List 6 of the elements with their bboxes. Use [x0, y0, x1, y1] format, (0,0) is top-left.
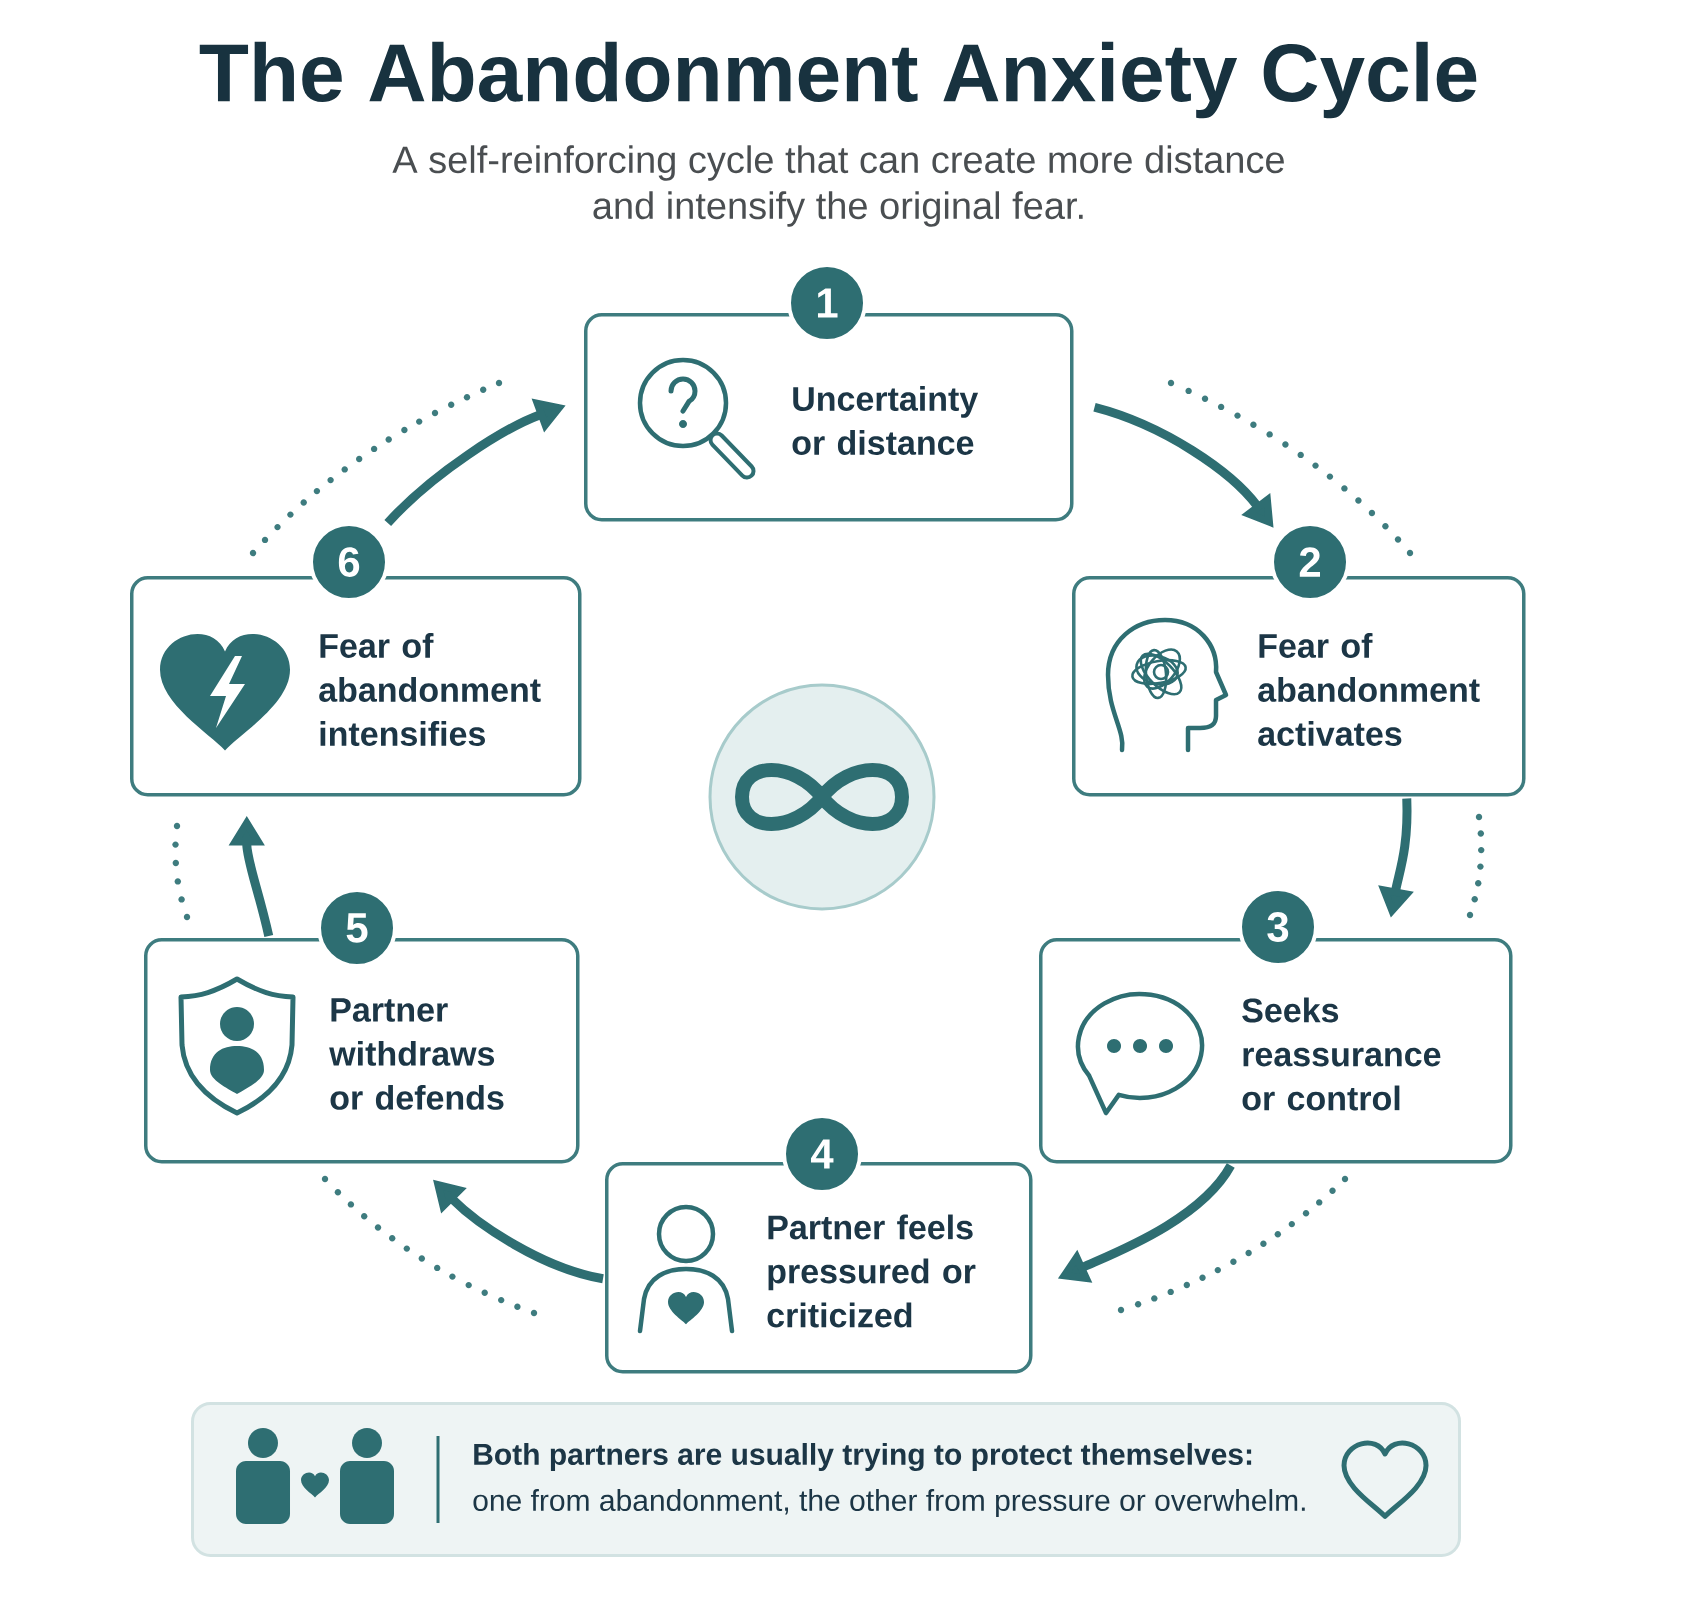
- number-badge: 6: [309, 522, 389, 602]
- number-badge: 2: [1270, 522, 1350, 602]
- note-box: Both partners are usually trying to protect themselves: one from abandonment, the other from pressure or overwhelm.: [191, 1402, 1461, 1557]
- subtitle: A self-reinforcing cycle that can create more distance and intensify the original fear.: [392, 145, 1284, 227]
- step-box: Fear of abandonment activates: [1072, 576, 1526, 797]
- title: The Abandonment Anxiety Cycle: [199, 41, 1477, 119]
